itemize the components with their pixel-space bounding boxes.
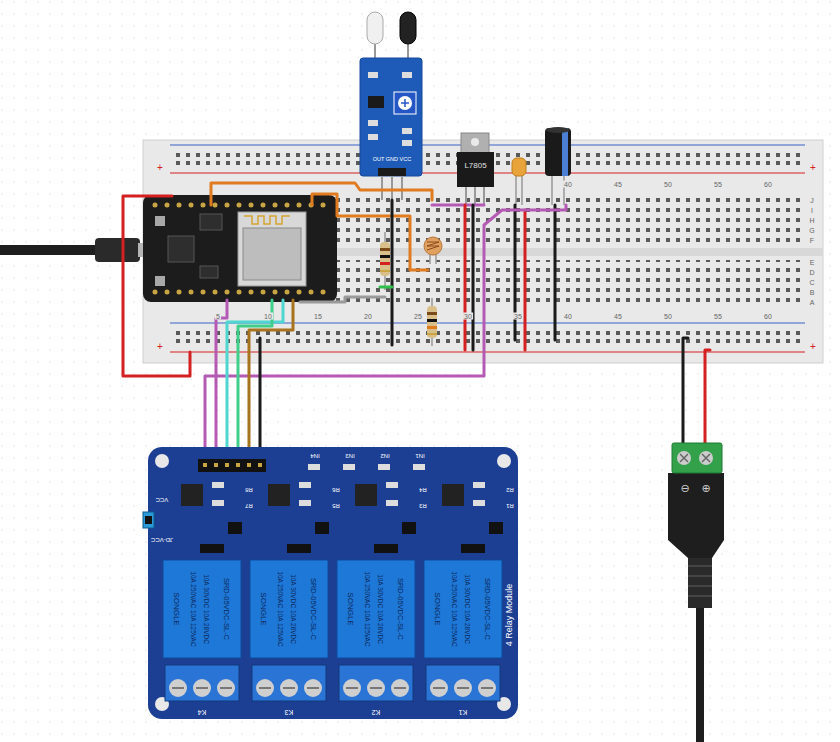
row-letter: J	[809, 197, 815, 204]
row-letter: C	[808, 279, 815, 286]
rail-polarity: +	[809, 342, 817, 352]
resistor-reference: R6	[331, 487, 341, 493]
column-number: 5	[215, 313, 221, 320]
signal-label: IN2	[379, 453, 390, 459]
polarity-symbol: ⊖	[679, 483, 690, 494]
relay-marking: 10A 250VAC 10A 125VAC	[190, 570, 197, 647]
column-number: 60	[763, 181, 773, 188]
row-letter: E	[809, 259, 816, 266]
signal-label: IN1	[414, 453, 425, 459]
signal-label: IN3	[344, 453, 355, 459]
signal-label: IN4	[309, 453, 320, 459]
nodemcu-board	[143, 195, 337, 302]
wires	[123, 183, 710, 462]
relay-marking: SRD-05VDC-SL-C	[222, 577, 230, 641]
resistor-reference: R7	[244, 503, 254, 509]
column-number: 45	[613, 181, 623, 188]
relay-marking: SRD-05VDC-SL-C	[309, 577, 317, 641]
relay-module	[143, 447, 518, 719]
relay-marking: 10A 250VAC 10A 125VAC	[451, 570, 458, 647]
relay-marking: SONGLE	[433, 591, 441, 626]
polarity-symbol: ⊕	[700, 483, 711, 494]
column-number: 55	[713, 313, 723, 320]
relay-name: K3	[284, 709, 295, 716]
row-letter: G	[808, 227, 815, 234]
relay-name: K1	[458, 709, 469, 716]
relay-marking: SONGLE	[259, 591, 267, 626]
column-number: 40	[563, 181, 573, 188]
column-number: 20	[363, 313, 373, 320]
ir-sensor-module	[360, 12, 422, 200]
pin-label: VCC	[155, 497, 170, 503]
column-number: 60	[763, 313, 773, 320]
capacitors	[512, 127, 571, 205]
column-number: 10	[263, 313, 273, 320]
node-text: 4 Relay Module	[505, 584, 514, 647]
relay-name: K4	[197, 709, 208, 716]
relay-marking: 10A 250VAC 10A 125VAC	[364, 570, 371, 647]
rail-polarity: +	[156, 163, 164, 173]
relay-marking: 10A 30VDC 10A 28VDC	[290, 573, 297, 645]
pin-label: OUT GND VCC	[372, 157, 412, 163]
pin-label: JD-VCC	[150, 537, 174, 543]
row-letter: A	[809, 299, 816, 306]
rail-polarity: +	[809, 163, 817, 173]
relay-marking: SONGLE	[172, 591, 180, 626]
relay-marking: SRD-05VDC-SL-C	[396, 577, 404, 641]
column-number: 35	[513, 313, 523, 320]
relay-marking: SRD-05VDC-SL-C	[483, 577, 491, 641]
resistor-reference: R2	[505, 487, 515, 493]
rail-polarity: +	[156, 342, 164, 352]
column-number: 50	[663, 181, 673, 188]
resistor-reference: R5	[331, 503, 341, 509]
column-number: 25	[413, 313, 423, 320]
resistor-reference: R8	[244, 487, 254, 493]
column-number: 30	[463, 313, 473, 320]
voltage-regulator-symbol	[457, 133, 494, 205]
node-text: L7805	[464, 162, 486, 170]
relay-name: K2	[371, 709, 382, 716]
column-number: 45	[613, 313, 623, 320]
row-letter: H	[808, 217, 815, 224]
column-number: 55	[713, 181, 723, 188]
resistor-reference: R3	[418, 503, 428, 509]
resistor-reference: R1	[505, 503, 515, 509]
dc-jack	[668, 443, 724, 742]
column-number: 15	[313, 313, 323, 320]
relay-module-board: 4 Relay Module	[148, 447, 518, 719]
column-number: 40	[563, 313, 573, 320]
relay-marking: 10A 30VDC 10A 28VDC	[464, 573, 471, 645]
voltage-regulator: L7805	[457, 155, 494, 177]
usb-cable	[0, 238, 152, 262]
row-letter: B	[809, 289, 816, 296]
row-letter: D	[808, 269, 815, 276]
relay-marking: 10A 30VDC 10A 28VDC	[203, 573, 210, 645]
relay-marking: 10A 30VDC 10A 28VDC	[377, 573, 384, 645]
row-letter: F	[809, 237, 815, 244]
resistor-reference: R4	[418, 487, 428, 493]
row-letter: I	[810, 207, 814, 214]
column-number: 50	[663, 313, 673, 320]
relay-marking: SONGLE	[346, 591, 354, 626]
relay-marking: 10A 250VAC 10A 125VAC	[277, 570, 284, 647]
